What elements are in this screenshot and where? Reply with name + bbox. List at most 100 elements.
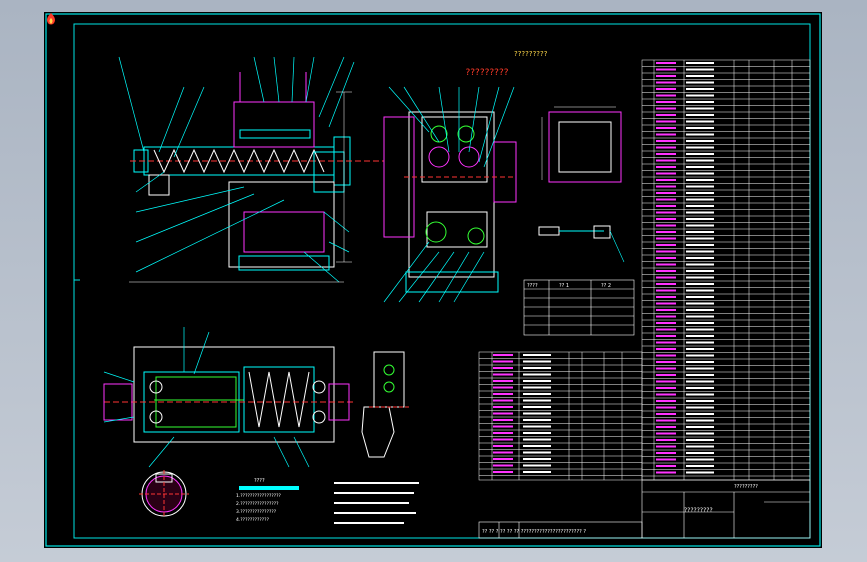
bom-cell-mark <box>686 439 714 441</box>
bom-cell-mark <box>656 348 676 350</box>
title-block <box>641 479 811 539</box>
bom-cell-mark <box>656 413 676 415</box>
bom-cell-mark <box>656 94 676 97</box>
bom-cell-mark <box>656 140 676 142</box>
bom-cell-mark <box>656 302 676 305</box>
bom-cell-mark <box>656 283 676 285</box>
bom-cell-mark <box>493 354 513 356</box>
title-block-label: ????????? <box>734 484 758 490</box>
bom-cell-mark <box>656 465 676 467</box>
spec-header-3: ?? 2 <box>601 283 611 289</box>
outer-frame <box>45 13 821 547</box>
bom-cell-mark <box>656 172 676 175</box>
leader-lines-center <box>383 86 515 303</box>
bom-table <box>641 59 811 481</box>
bom-cell-mark <box>493 464 513 467</box>
bom-cell-mark <box>686 166 714 168</box>
bom-cell-mark <box>656 341 676 344</box>
bom-cell-mark <box>656 218 676 220</box>
bom-cell-mark <box>493 425 513 428</box>
bom-cell-mark <box>656 263 676 266</box>
bom-cell-mark <box>523 432 551 434</box>
bom-cell-mark <box>656 367 676 370</box>
bom-cell-mark <box>686 237 714 240</box>
bom-cell-mark <box>656 296 676 298</box>
spec-table <box>523 279 635 336</box>
bom-cell-mark <box>656 270 676 272</box>
bom-cell-mark <box>686 107 714 110</box>
bom-cell-mark <box>686 159 714 162</box>
bom-cell-mark <box>493 399 513 402</box>
bom-cell-mark <box>686 88 714 90</box>
bom-cell-mark <box>686 211 714 214</box>
notes-line-1: 1.????????????????? <box>236 493 282 499</box>
bom-cell-mark <box>523 419 551 421</box>
bom-cell-mark <box>686 367 714 370</box>
bom-cell-mark <box>523 360 551 363</box>
bom-cell-mark <box>686 94 714 97</box>
bom-cell-mark <box>686 192 714 194</box>
bom-cell-mark <box>686 406 714 409</box>
bom-cell-mark <box>686 309 714 311</box>
bom-cell-mark <box>493 438 513 441</box>
bom-cell-mark <box>656 328 676 331</box>
bom-cell-mark <box>656 354 676 357</box>
bom-cell-mark <box>656 289 676 292</box>
bom-cell-mark <box>656 231 676 233</box>
bom-cell-mark <box>686 250 714 253</box>
bom-cell-mark <box>656 380 676 383</box>
bom-cell-mark <box>686 205 714 207</box>
bom-cell-mark <box>686 283 714 285</box>
bom-cell-mark <box>686 400 714 402</box>
bom-cell-mark <box>656 374 676 376</box>
watermark-top: ????????? <box>514 50 548 58</box>
bom-cell-mark <box>686 120 714 123</box>
bom-cell-mark <box>523 380 551 382</box>
bom-cell-mark <box>493 386 513 389</box>
bom-cell-mark <box>493 419 513 421</box>
plan-view <box>103 346 354 443</box>
bom-cell-mark <box>656 68 676 71</box>
notes-line-2: 2.???????????????? <box>236 501 279 507</box>
bom-cell-mark <box>493 373 513 376</box>
bom-cell-mark <box>686 172 714 175</box>
bom-cell-mark <box>686 380 714 383</box>
bom-cell-mark <box>686 328 714 331</box>
side-detail <box>361 351 409 458</box>
bom-cell-mark <box>523 386 551 389</box>
bom-cell-mark <box>686 127 714 129</box>
bom-cell-mark <box>523 373 551 376</box>
bom-cell-mark <box>493 471 513 473</box>
bom-cell-mark <box>686 426 714 428</box>
bom-cell-mark <box>656 166 676 168</box>
bom-cell-mark <box>656 432 676 435</box>
front-view <box>383 111 517 293</box>
bom-cell-mark <box>523 412 551 415</box>
bom-cell-mark <box>686 133 714 136</box>
bom-cell-mark <box>686 218 714 220</box>
cad-viewport[interactable]: ???? ?? 1 ?? 2 <box>44 12 822 548</box>
notes-block-2 <box>334 482 419 524</box>
bom-cell-mark <box>493 393 513 395</box>
bom-cell-mark <box>686 471 714 474</box>
bom-cell-mark <box>493 451 513 454</box>
flame-logo-icon <box>47 13 55 25</box>
bom-cell-mark <box>686 341 714 344</box>
bom-cell-mark <box>686 322 714 324</box>
bom-cell-mark <box>686 185 714 188</box>
bom-cell-mark <box>656 88 676 90</box>
bom-cell-mark <box>686 244 714 246</box>
bom-cell-mark <box>656 211 676 214</box>
bottom-strip <box>478 521 643 539</box>
bom-table-lower <box>478 351 643 481</box>
bom-cell-mark <box>493 367 513 369</box>
bom-cell-mark <box>686 315 714 318</box>
bom-cell-mark <box>656 133 676 136</box>
bom-cell-mark <box>656 322 676 324</box>
bom-cell-mark <box>686 413 714 415</box>
bom-cell-mark <box>656 458 676 461</box>
bom-cell-mark <box>686 257 714 259</box>
bom-cell-mark <box>656 120 676 123</box>
bom-cell-mark <box>686 387 714 389</box>
bom-cell-mark <box>686 374 714 376</box>
